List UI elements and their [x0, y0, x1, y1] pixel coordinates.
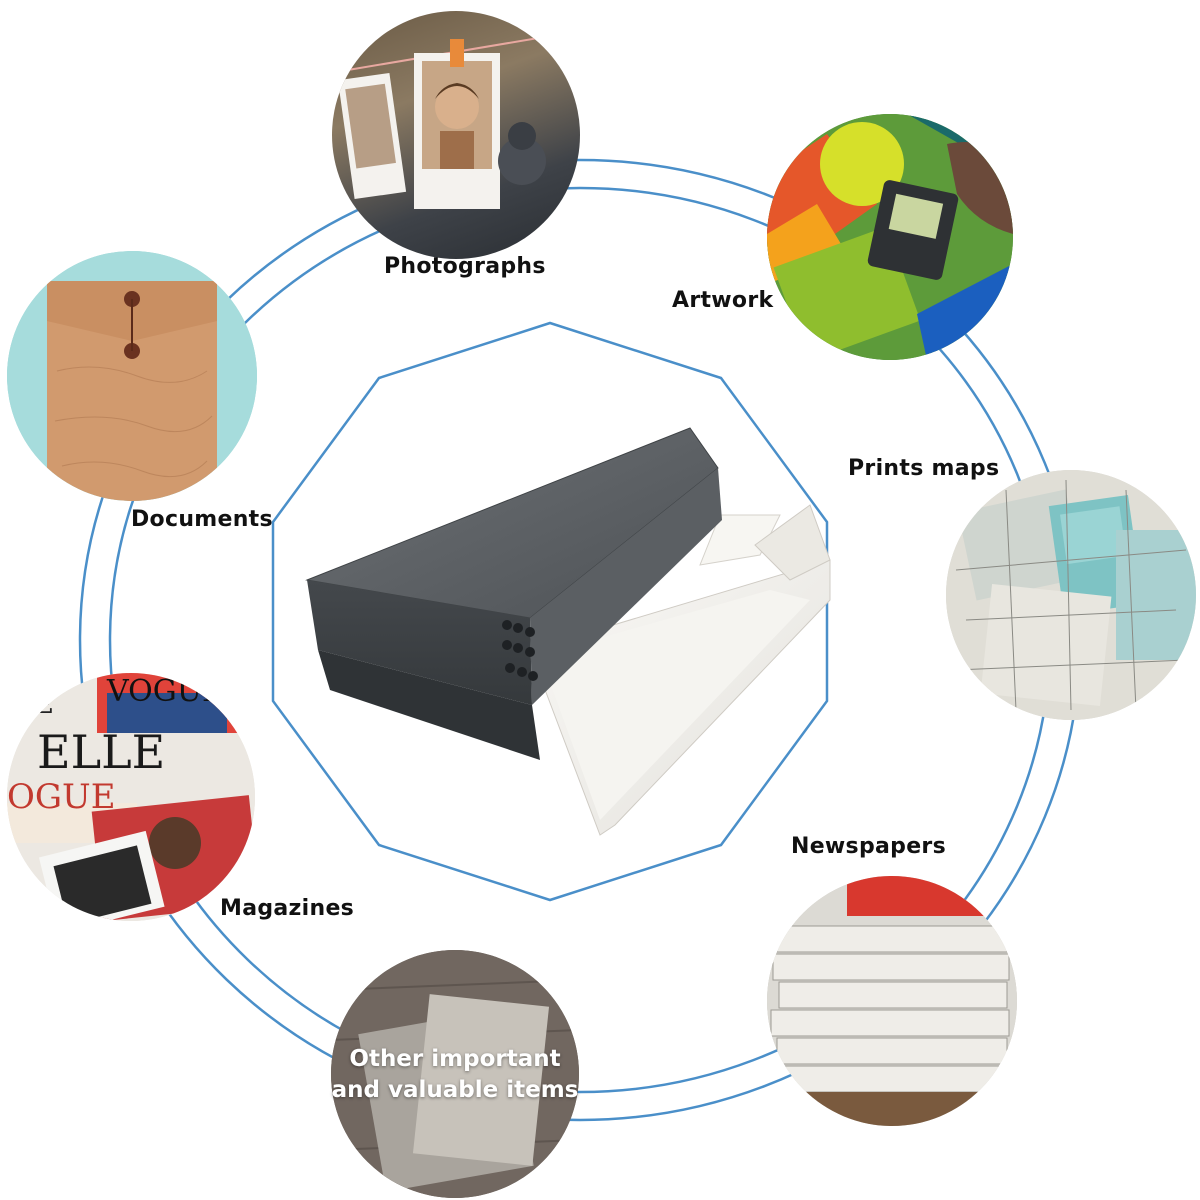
map-icon — [946, 470, 1196, 720]
magazine-title-3: OGUE — [7, 777, 116, 817]
artwork-image — [767, 114, 1013, 360]
photographs-label: Photographs — [384, 254, 546, 279]
box-lid-side — [307, 580, 532, 705]
newspapers-label: Newspapers — [791, 834, 946, 859]
other-items-label: Other important and valuable items — [331, 1044, 579, 1106]
magazine-icon: VOGUE ELLE OGUE UE — [7, 673, 255, 921]
box-inner-floor — [540, 590, 810, 820]
card-icon — [331, 950, 579, 1198]
storage-box-graphic — [305, 427, 831, 836]
photographs-image — [332, 11, 580, 259]
box-lid-end — [530, 468, 722, 705]
photo-icon — [337, 30, 580, 209]
other-items-label-line2: and valuable items — [331, 1077, 579, 1103]
other-items-label-line1: Other important — [349, 1046, 561, 1072]
artwork-label: Artwork — [672, 288, 774, 313]
prints-maps-image — [946, 470, 1196, 720]
documents-label: Documents — [131, 507, 273, 532]
magazine-title-4: UE — [7, 686, 54, 721]
prints-maps-label: Prints maps — [848, 456, 1000, 481]
palette-icon — [767, 114, 1013, 360]
envelope-icon — [7, 251, 257, 501]
box-base — [318, 650, 540, 760]
box-end-flap — [754, 504, 831, 581]
box-flap — [699, 514, 781, 566]
newspaper-icon — [767, 876, 1017, 1126]
magazines-label: Magazines — [220, 896, 355, 921]
magazine-title-2: ELLE — [37, 725, 165, 779]
documents-image — [7, 251, 257, 501]
magazine-title-1: VOGUE — [106, 674, 224, 709]
other-items-image — [331, 950, 579, 1198]
magazines-image: VOGUE ELLE OGUE UE — [7, 673, 255, 921]
metal-corner-rivets — [502, 620, 538, 681]
newspapers-image — [767, 876, 1017, 1126]
